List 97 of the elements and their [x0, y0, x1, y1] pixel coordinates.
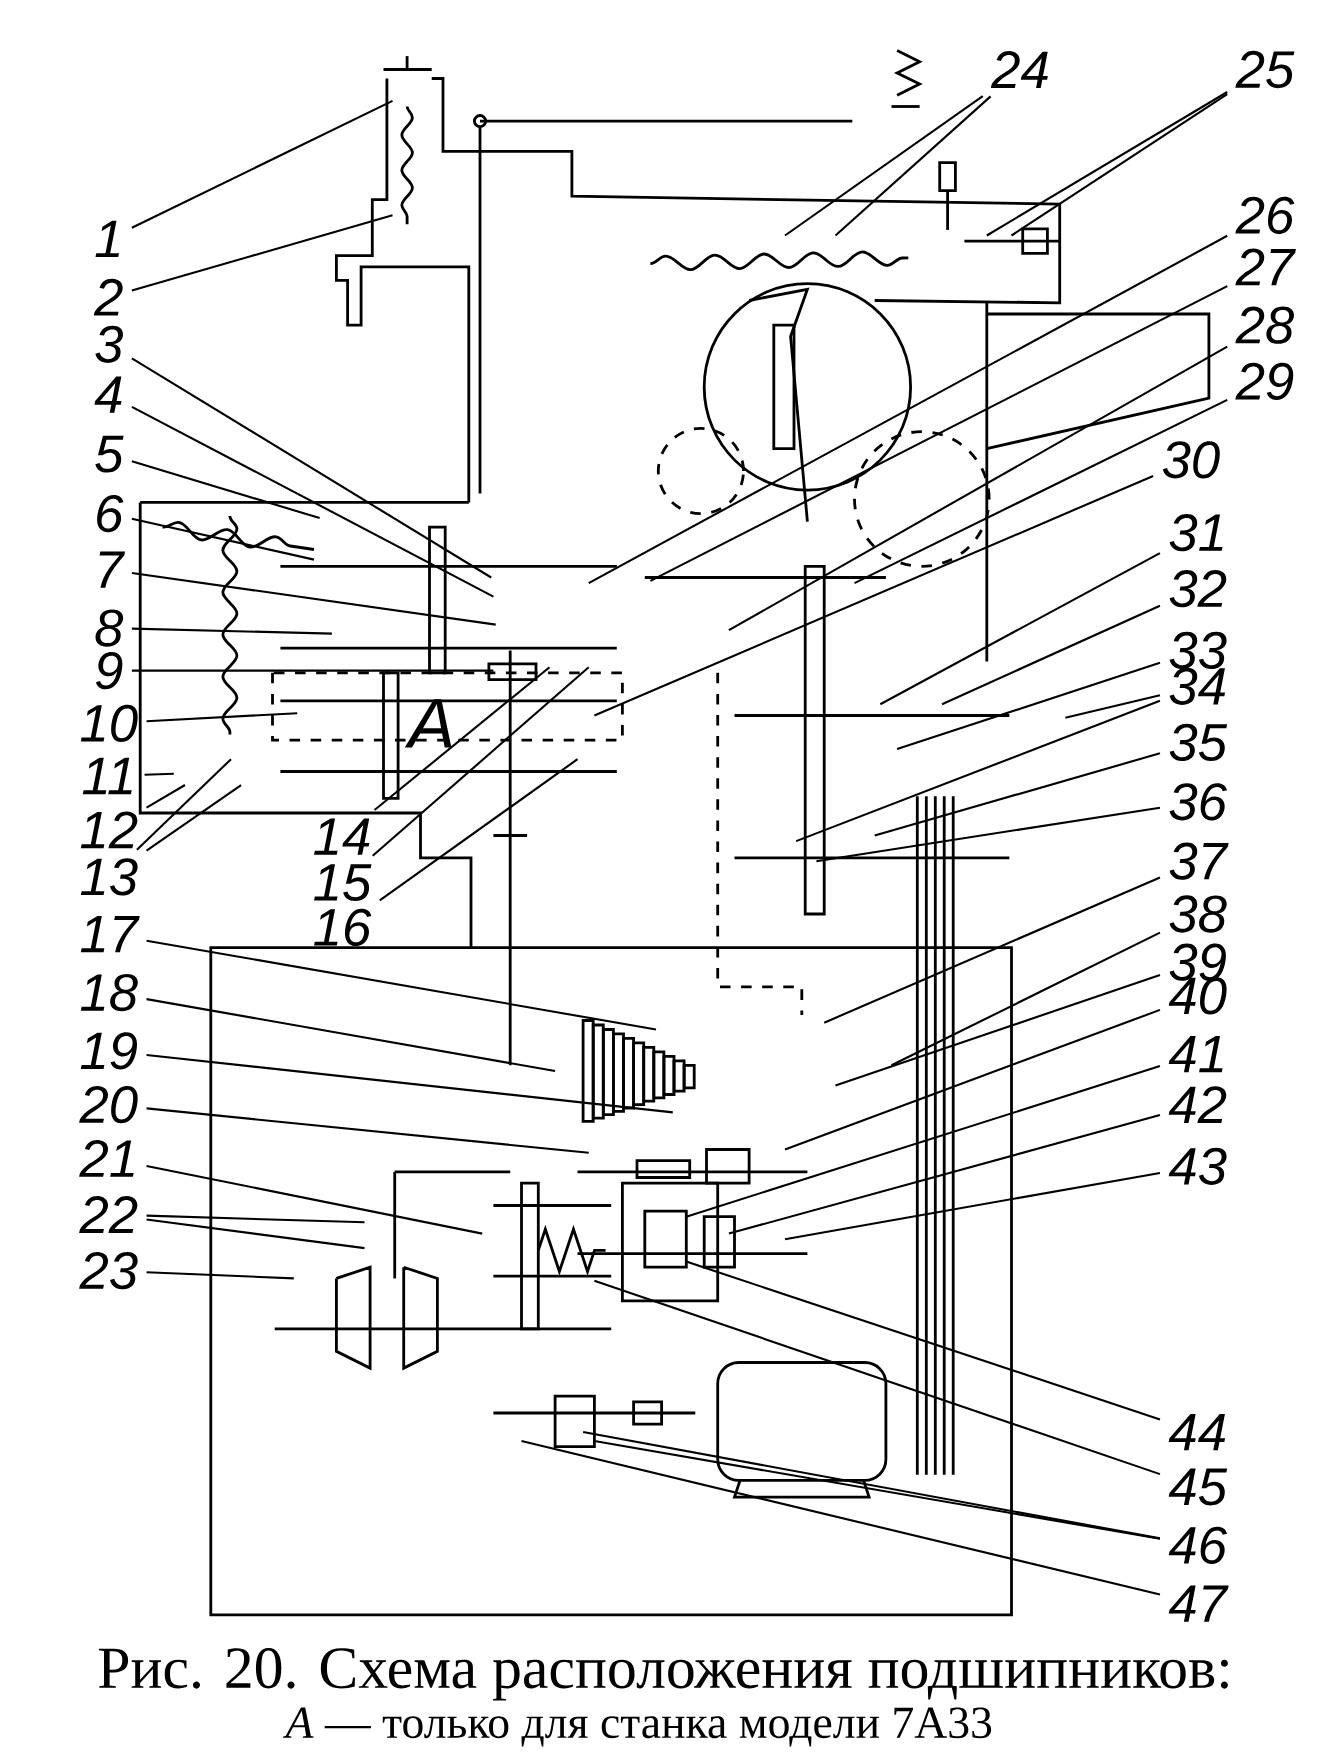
leader-line — [373, 666, 551, 811]
callout-number: 43 — [1168, 1147, 1227, 1185]
leader-line — [588, 234, 1228, 585]
leader-line — [131, 627, 332, 635]
caption-note: A — только для станка модели 7А33 — [283, 1707, 992, 1747]
callout-number: 24 — [990, 51, 1048, 88]
leader-line — [1065, 694, 1161, 719]
leader-line — [144, 772, 174, 776]
leader-line — [131, 460, 320, 520]
callout-number: 27 — [1235, 248, 1296, 286]
leader-line — [146, 1271, 294, 1280]
caption: Рис. 20. Схема расположения подшипников: — [99, 1648, 1228, 1701]
callout-number: 21 — [79, 1140, 134, 1177]
callout-number: 30 — [1162, 441, 1220, 479]
leader-line — [146, 1053, 673, 1114]
callout-number: 8 — [95, 609, 124, 647]
callout-number: 35 — [1169, 723, 1228, 762]
callout-number: 25 — [1235, 50, 1295, 89]
leader-line — [131, 405, 494, 598]
callout-number: 20 — [79, 1085, 138, 1124]
leader-line — [379, 758, 579, 902]
leader-line — [146, 1107, 589, 1154]
callout-number: 31 — [1169, 514, 1223, 552]
callout-number: 3 — [95, 325, 123, 363]
callout-number: 45 — [1168, 1468, 1228, 1506]
callout-number: 11 — [82, 757, 132, 795]
callout-number: 6 — [97, 494, 124, 533]
callout-number: 44 — [1168, 1413, 1226, 1451]
leader-line — [594, 475, 1154, 717]
leader-line — [784, 1171, 1161, 1241]
leader-line — [594, 1279, 1161, 1476]
callout-number: 33 — [1169, 631, 1227, 670]
callout-number: 17 — [80, 915, 140, 953]
leader-line — [686, 1065, 1161, 1218]
callout-number: 38 — [1169, 895, 1227, 933]
leader-line — [784, 1008, 1161, 1151]
leader-line — [131, 357, 492, 579]
callout-number: 32 — [1169, 570, 1227, 608]
leader-line — [136, 758, 232, 851]
callout-number: 34 — [1169, 667, 1226, 705]
leader-line — [784, 95, 984, 237]
leader-line — [146, 939, 657, 1031]
callout-number: 4 — [94, 376, 122, 413]
leader-line — [728, 1114, 1161, 1235]
callout-number: 2 — [93, 278, 123, 316]
callout-number: 12 — [80, 811, 138, 849]
leader-line — [854, 398, 1228, 585]
leader-line — [685, 1260, 1161, 1421]
leader-line — [372, 666, 590, 857]
leader-line — [874, 752, 1161, 837]
callout-number: 13 — [80, 858, 138, 896]
leader-line — [834, 95, 992, 237]
leader-line — [131, 571, 496, 626]
callout-number: 18 — [80, 973, 138, 1012]
callout-number: 10 — [80, 704, 138, 742]
leader-line — [131, 214, 393, 292]
leader-line — [131, 517, 315, 561]
leader-line — [146, 712, 298, 723]
callout-number: 22 — [79, 1196, 138, 1233]
callout-number: 37 — [1169, 842, 1229, 880]
leader-line — [145, 784, 242, 852]
callout-number: 29 — [1235, 362, 1294, 400]
callout-number: 19 — [80, 1032, 137, 1070]
callout-number: 14 — [314, 818, 370, 855]
leader-line — [146, 1218, 365, 1250]
callout-number: 36 — [1169, 783, 1228, 821]
leader-line — [795, 699, 1161, 843]
callout-number: 42 — [1168, 1086, 1227, 1123]
callout-number: 28 — [1235, 306, 1294, 344]
leader-line — [649, 285, 1228, 582]
leader-line — [728, 345, 1228, 632]
callout-number: 5 — [95, 435, 124, 473]
leader-line — [146, 998, 556, 1073]
leader-line — [521, 1440, 1161, 1596]
leader-line — [146, 784, 186, 809]
callout-number: 7 — [99, 551, 126, 588]
leader-line — [816, 806, 1161, 863]
leader-line — [131, 99, 393, 229]
leader-line — [891, 931, 1161, 1067]
leader-line — [941, 604, 1161, 706]
callout-number: 9 — [95, 651, 123, 690]
leader-line — [146, 1164, 483, 1235]
leader-line — [896, 661, 1161, 751]
leader-line — [823, 876, 1161, 1024]
callout-number: 15 — [314, 864, 372, 901]
leader-line — [146, 1214, 365, 1224]
part-label: A — [404, 699, 452, 748]
callout-number: 41 — [1168, 1035, 1223, 1073]
callout-number: 26 — [1235, 196, 1295, 234]
leader-line — [131, 669, 494, 672]
callout-number: 16 — [314, 908, 372, 947]
callout-number: 23 — [79, 1251, 138, 1290]
leader-line — [879, 552, 1161, 706]
callout-number: 46 — [1168, 1526, 1228, 1564]
leader-line — [835, 974, 1161, 1087]
callout-number: 1 — [95, 220, 119, 258]
callout-number: 47 — [1168, 1585, 1229, 1622]
